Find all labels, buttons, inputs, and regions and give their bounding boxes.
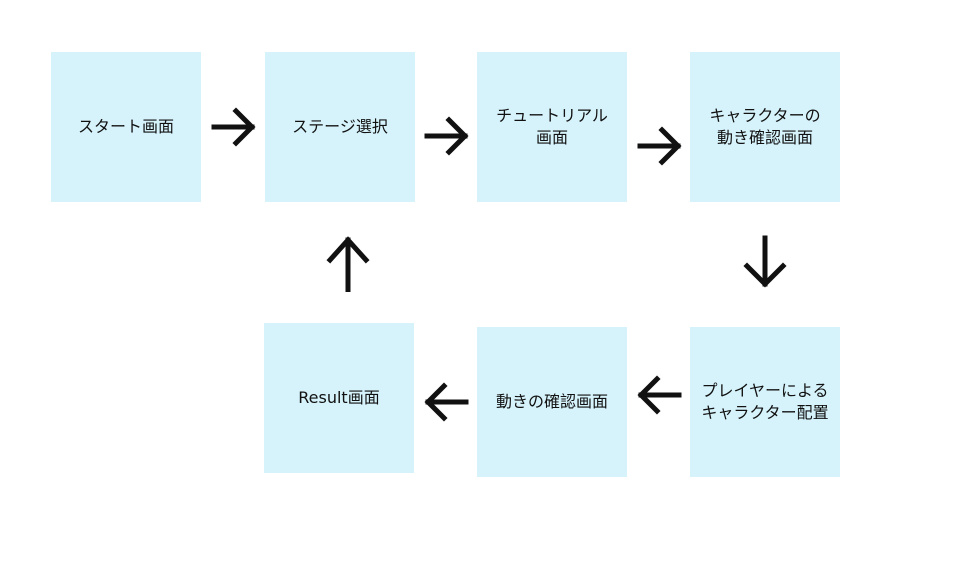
node-character-motion-check-line1: キャラクターの [709,106,821,125]
node-player-character-placement: プレイヤーによる キャラクター配置 [690,327,840,477]
node-start-screen: スタート画面 [51,52,201,202]
arrow-left-2 [629,367,685,423]
arrow-left-1 [416,374,472,430]
node-character-motion-check-line2: 動き確認画面 [716,128,813,147]
node-tutorial-screen-line2: 画面 [535,128,568,147]
node-motion-check-screen: 動きの確認画面 [477,327,627,477]
node-character-motion-check: キャラクターの 動き確認画面 [690,52,840,202]
node-result-screen-label: Result画面 [298,388,380,407]
node-motion-check-screen-label: 動きの確認画面 [495,392,608,411]
arrow-right-1 [206,99,262,155]
node-stage-select: ステージ選択 [265,52,415,202]
node-tutorial-screen: チュートリアル 画面 [477,52,627,202]
arrow-down [737,234,793,290]
arrow-right-2 [419,108,475,164]
node-start-screen-label: スタート画面 [77,117,174,136]
node-stage-select-label: ステージ選択 [292,117,388,136]
node-tutorial-screen-line1: チュートリアル [496,106,608,125]
arrow-up [320,236,376,292]
arrow-right-3 [632,118,688,174]
node-result-screen: Result画面 [264,323,414,473]
node-player-character-placement-line1: プレイヤーによる [701,381,829,400]
node-player-character-placement-line2: キャラクター配置 [701,403,829,422]
